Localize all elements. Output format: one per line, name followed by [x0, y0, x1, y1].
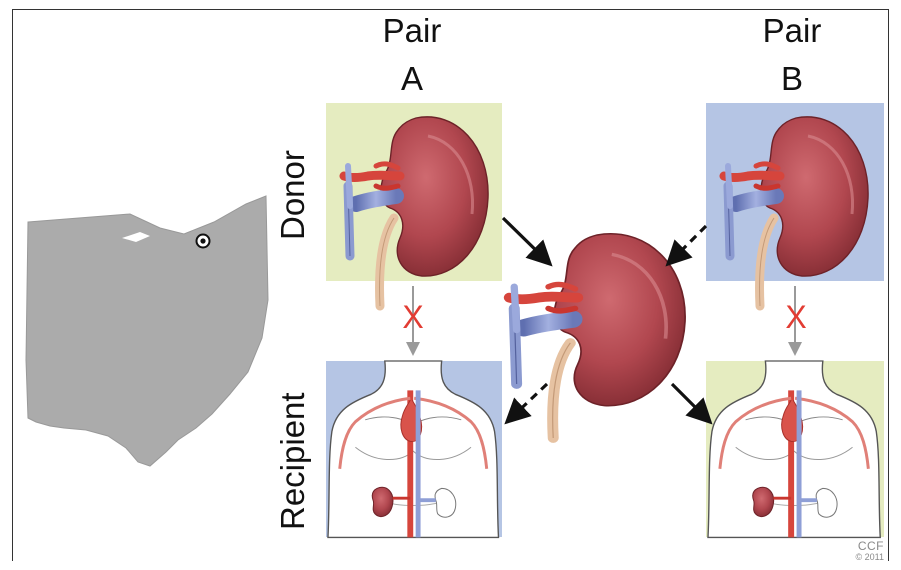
recipient-b-panel — [706, 361, 884, 537]
location-marker-icon — [197, 235, 210, 248]
recipient-label: Recipient — [276, 392, 309, 530]
recipient-a-panel — [326, 361, 502, 537]
donor-a-panel — [326, 103, 502, 306]
kidney-icon — [509, 234, 685, 438]
arrow-center-to-recipient-b — [672, 384, 708, 420]
copyright-credit: CCF © 2011 — [826, 540, 884, 562]
arrow-donor-b-to-center — [670, 226, 706, 262]
mismatch-mark-a: X — [398, 301, 428, 333]
arrow-donor-a-to-center — [503, 218, 548, 262]
credit-org: CCF — [826, 540, 884, 553]
pair-b-title-line1: Pair — [742, 14, 842, 47]
pair-a-title-line1: Pair — [362, 14, 462, 47]
exchanged-kidney — [509, 234, 685, 438]
donor-b-panel — [706, 103, 884, 306]
credit-year: © 2011 — [826, 553, 884, 562]
arrow-center-to-recipient-a — [509, 384, 547, 420]
pair-a-title-line2: A — [362, 62, 462, 95]
donor-label: Donor — [276, 150, 309, 240]
ohio-map-icon — [26, 196, 268, 466]
mismatch-mark-b: X — [781, 301, 811, 333]
pair-b-title-line2: B — [742, 62, 842, 95]
